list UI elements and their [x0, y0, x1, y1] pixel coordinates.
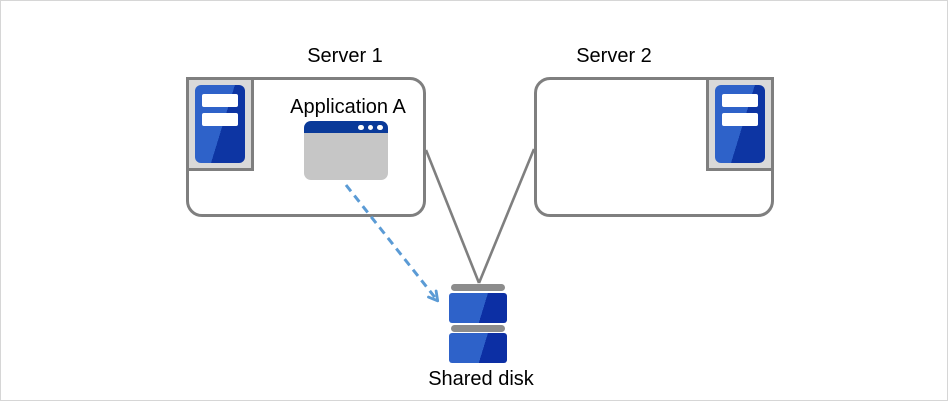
tower-slot [722, 94, 758, 107]
server-tower-icon [706, 77, 774, 171]
server2-label: Server 2 [576, 45, 652, 67]
window-dot [358, 124, 364, 130]
window-dot [377, 124, 383, 130]
disk-platter [449, 333, 507, 363]
application-window-icon [304, 121, 388, 180]
shared-disk-icon [449, 284, 507, 363]
tower-slot [722, 113, 758, 126]
shared-disk-label: Shared disk [428, 368, 534, 390]
disk-cap [451, 284, 505, 291]
window-body [304, 133, 388, 180]
server-tower-body [195, 85, 245, 163]
connector-server2-to-disk [477, 148, 536, 284]
server-tower-icon [186, 77, 254, 171]
tower-slot [202, 94, 238, 107]
disk-platter [449, 293, 507, 323]
window-dot [367, 124, 373, 130]
server-tower-body [715, 85, 765, 163]
window-titlebar [304, 121, 388, 133]
disk-cap [451, 325, 505, 332]
tower-slot [202, 113, 238, 126]
server1-label: Server 1 [307, 45, 383, 67]
connector-server1-to-disk [424, 149, 481, 284]
application-label: Application A [290, 96, 406, 118]
